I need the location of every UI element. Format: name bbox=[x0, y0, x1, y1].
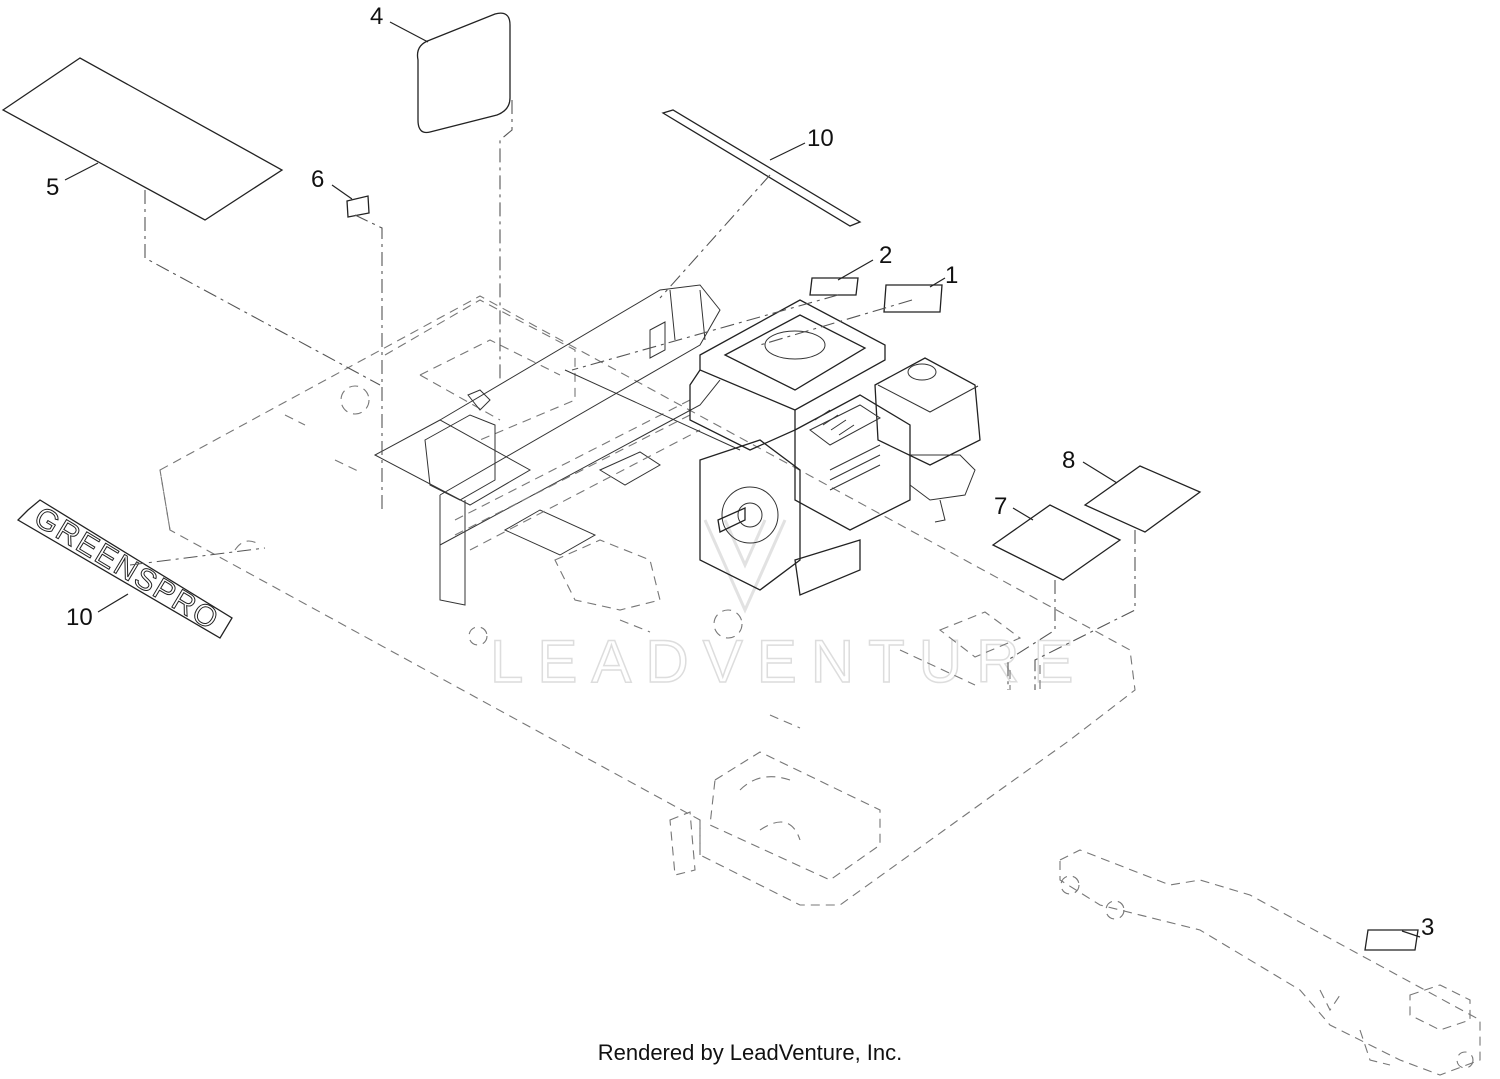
seat-support bbox=[373, 299, 661, 556]
decal-10-greenspro[interactable]: GREENSPRO bbox=[16, 499, 233, 639]
decal-3[interactable] bbox=[1364, 929, 1419, 951]
decals: GREENSPRO bbox=[1, 12, 1419, 951]
decal-5[interactable] bbox=[1, 57, 284, 221]
drive-rail bbox=[424, 284, 741, 606]
greenspro-text: GREENSPRO bbox=[28, 501, 225, 637]
callout-1[interactable]: 1 bbox=[945, 262, 958, 289]
decal-8[interactable] bbox=[1083, 465, 1202, 533]
decal-7[interactable] bbox=[991, 504, 1122, 581]
callout-6[interactable]: 6 bbox=[311, 166, 324, 193]
callout-7[interactable]: 7 bbox=[994, 493, 1007, 520]
hitch-bar bbox=[1059, 849, 1481, 1076]
decal-4[interactable] bbox=[416, 12, 511, 134]
callout-labels: 1 2 3 4 5 6 7 8 10 10 bbox=[46, 3, 1434, 941]
callout-10-bottom[interactable]: 10 bbox=[66, 604, 93, 631]
decal-2[interactable] bbox=[809, 277, 859, 296]
callout-10-top[interactable]: 10 bbox=[807, 125, 834, 152]
decal-6[interactable] bbox=[346, 195, 370, 218]
projection-lines bbox=[129, 100, 1136, 690]
footer-credit: Rendered by LeadVenture, Inc. bbox=[597, 1040, 903, 1065]
engine bbox=[689, 299, 981, 596]
callout-5[interactable]: 5 bbox=[46, 174, 59, 201]
decal-10-top[interactable] bbox=[661, 109, 862, 227]
callout-8[interactable]: 8 bbox=[1062, 447, 1075, 474]
decal-1[interactable] bbox=[883, 284, 943, 313]
mower-frame bbox=[159, 295, 1136, 906]
callout-3[interactable]: 3 bbox=[1421, 914, 1434, 941]
callout-2[interactable]: 2 bbox=[879, 242, 892, 269]
watermark-logo bbox=[703, 519, 787, 614]
callout-4[interactable]: 4 bbox=[370, 3, 383, 30]
watermark: LEADVENTURE bbox=[490, 628, 1087, 695]
leader-lines bbox=[64, 21, 1421, 938]
